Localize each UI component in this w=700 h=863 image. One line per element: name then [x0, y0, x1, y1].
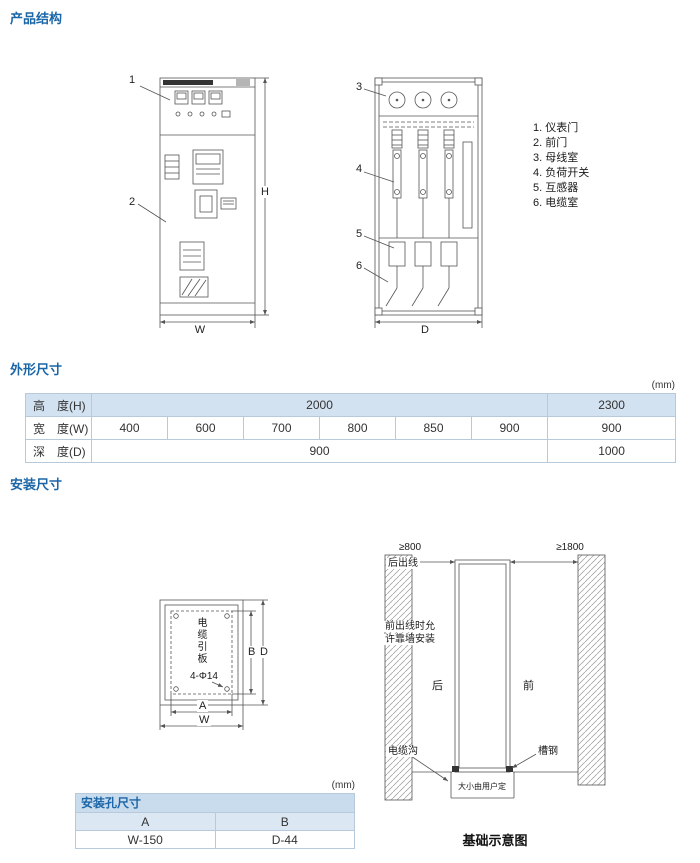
plate-dim-a: A — [197, 700, 209, 712]
left-wall — [384, 554, 413, 801]
right-wall — [577, 554, 606, 786]
install-holes-title: 安装孔尺寸 — [75, 793, 355, 812]
busbar-insulators — [391, 129, 455, 149]
unit-label: (mm) — [331, 780, 355, 791]
dim-label-d: D — [421, 324, 429, 336]
front-label: 前 — [523, 680, 534, 692]
dims-cell-depth-alt: 1000 — [547, 439, 677, 463]
callout-2-label: 2 — [129, 196, 136, 208]
plate-dim-d: D — [258, 646, 270, 658]
rear-label: 后 — [432, 680, 443, 692]
legend: 1. 仪表门 2. 前门 3. 母线室 4. 负荷开关 5. 互感器 6. 电缆… — [533, 121, 589, 211]
dims-row-label: 高 度(H) — [25, 393, 92, 417]
cable-trench-label: 电缆沟 — [386, 746, 420, 757]
foundation-drawing — [384, 554, 606, 801]
holes-val-b: D-44 — [214, 830, 355, 849]
callout-4-label: 4 — [356, 163, 363, 175]
legend-item: 6. 电缆室 — [533, 197, 579, 209]
channel-steel-label: 槽钢 — [536, 746, 560, 757]
dims-cell-width: 900 — [470, 416, 549, 440]
plate-drawing — [159, 599, 268, 730]
legend-item: 2. 前门 — [533, 137, 568, 149]
legend-item: 3. 母线室 — [533, 152, 579, 164]
dims-cell-width: 600 — [167, 416, 244, 440]
cable-plate-label: 电缆引板 — [195, 617, 206, 665]
wall-note-line2: 许靠墙安装 — [383, 634, 437, 645]
current-transformers — [388, 241, 458, 267]
clearance-left-label: ≥800 — [398, 542, 422, 553]
cables — [385, 266, 450, 307]
rear-outlet-label: 后出线 — [386, 558, 420, 569]
trench-size-note: 大小由用户定 — [458, 782, 506, 791]
dims-cell-width: 700 — [243, 416, 320, 440]
section-title-install-dims: 安装尺寸 — [10, 477, 63, 492]
dims-row-label: 深 度(D) — [25, 439, 92, 463]
dims-cell-height-main: 2000 — [90, 393, 549, 417]
dim-label-w: W — [194, 324, 206, 336]
holes-col-a: A — [75, 812, 216, 831]
dims-cell-height-alt: 2300 — [547, 393, 677, 417]
install-holes-table: A B W-150 D-44 — [75, 812, 355, 849]
cabinet-outline — [454, 559, 511, 773]
dims-cell-depth-main: 900 — [90, 439, 549, 463]
outline-dimensions-table: 高 度(H) 2000 2300 宽 度(W) 400 600 700 800 … — [25, 393, 677, 463]
holes-spec-label: 4-Φ14 — [190, 671, 218, 682]
callout-3-label: 3 — [356, 81, 363, 93]
install-holes-card: 安装孔尺寸 A B W-150 D-44 — [75, 793, 355, 849]
holes-val-a: W-150 — [75, 830, 216, 849]
dims-cell-width: 800 — [319, 416, 396, 440]
unit-label: (mm) — [651, 380, 675, 391]
meter-boxes — [174, 90, 223, 105]
front-view-drawing — [137, 77, 269, 328]
holes-col-b: B — [214, 812, 355, 831]
section-title-product-structure: 产品结构 — [10, 11, 63, 26]
callout-6-label: 6 — [356, 260, 363, 272]
dim-label-h: H — [259, 186, 271, 198]
dims-cell-width: 400 — [91, 416, 168, 440]
plate-dim-w: W — [197, 714, 212, 726]
section-title-outline-dims: 外形尺寸 — [10, 362, 63, 377]
dims-cell-width: 850 — [395, 416, 472, 440]
gauges — [388, 91, 458, 109]
clearance-right-label: ≥1800 — [556, 542, 584, 553]
legend-item: 4. 负荷开关 — [533, 167, 590, 179]
callout-5-label: 5 — [356, 228, 363, 240]
wall-note-line1: 前出线时允 — [383, 621, 437, 632]
indicator-lamps — [175, 110, 231, 118]
dims-row-label: 宽 度(W) — [25, 416, 92, 440]
callout-1-label: 1 — [129, 74, 136, 86]
side-view-drawing — [363, 77, 483, 328]
foundation-caption: 基础示意图 — [462, 833, 528, 848]
door-devices — [164, 149, 237, 298]
plate-dim-b: B — [246, 646, 258, 658]
legend-item: 5. 互感器 — [533, 182, 579, 194]
dims-cell-width: 900 — [547, 416, 677, 440]
load-switch-poles — [392, 141, 473, 238]
legend-item: 1. 仪表门 — [533, 122, 579, 134]
